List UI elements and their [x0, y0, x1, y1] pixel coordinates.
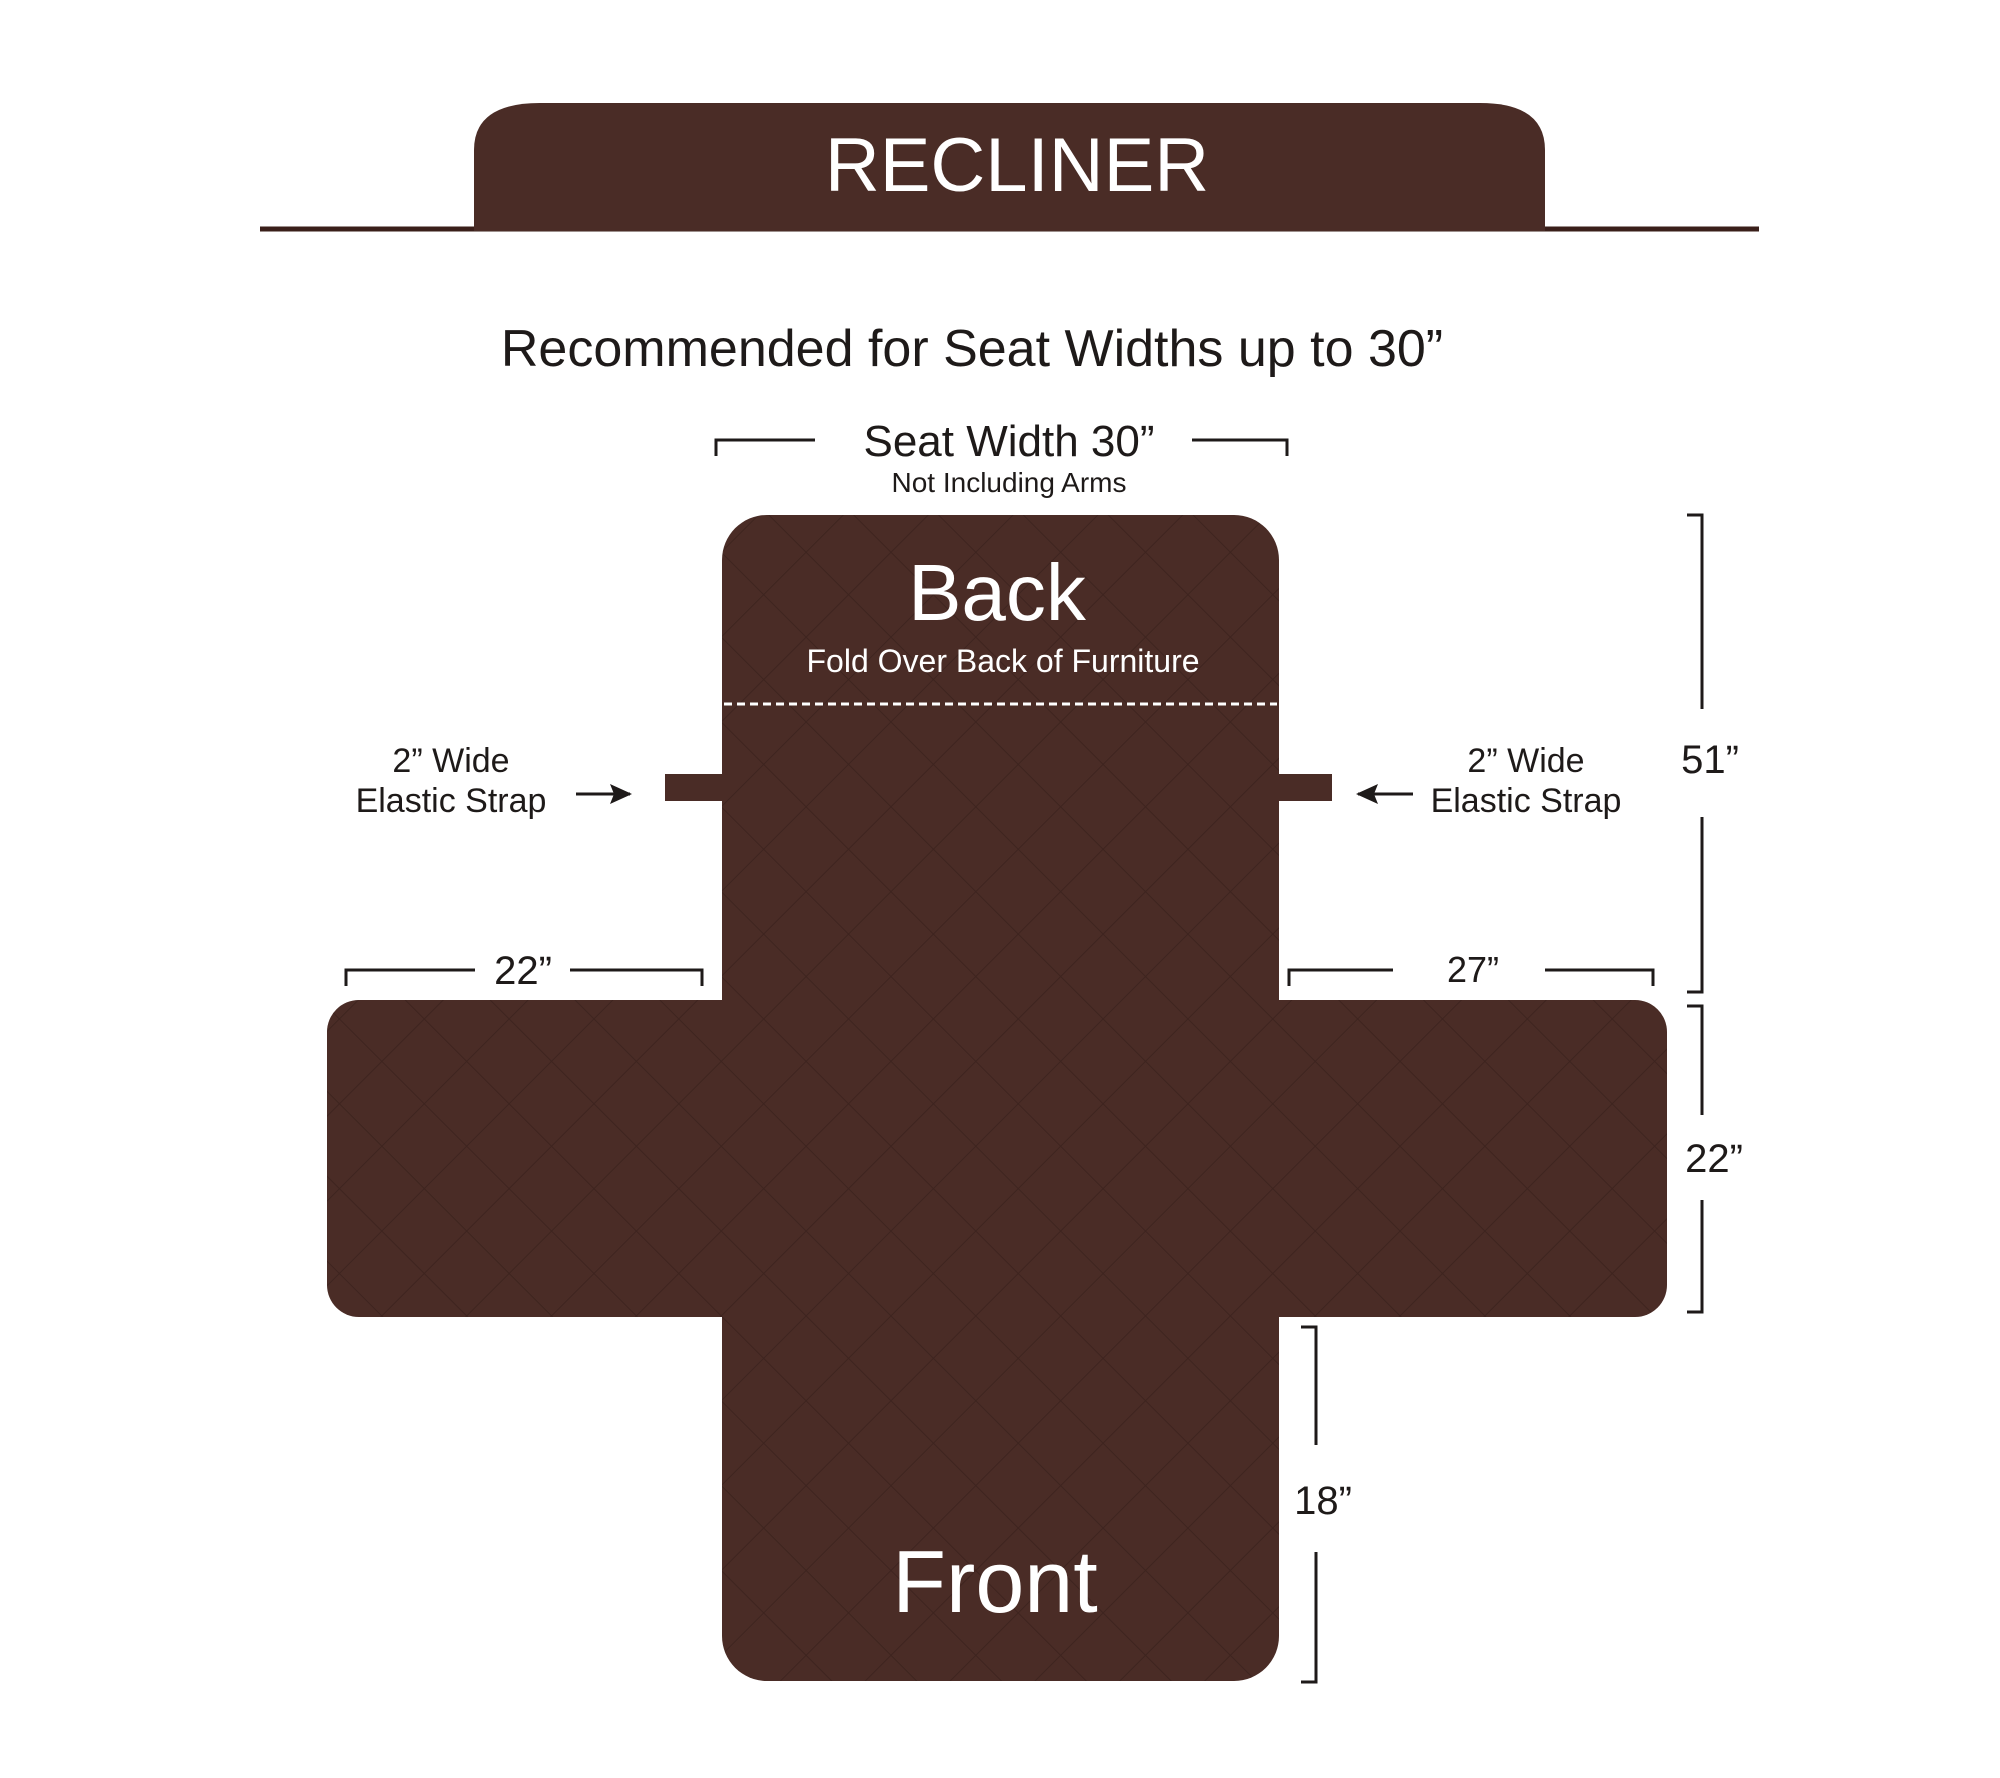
- back-note: Fold Over Back of Furniture: [806, 643, 1199, 679]
- left-arm-label: 22”: [494, 949, 552, 993]
- right-arm-dimension: 27”: [1287, 949, 1655, 990]
- panel-join: [722, 990, 1279, 1330]
- arm-depth-label: 22”: [1685, 1137, 1743, 1181]
- right-strap-callout: 2” Wide Elastic Strap: [1356, 742, 1621, 820]
- header-banner: RECLINER: [260, 103, 1759, 232]
- left-strap-label-line2: Elastic Strap: [356, 782, 547, 820]
- cover-shape: Back Fold Over Back of Furniture Front: [327, 515, 1667, 1681]
- left-arm-dimension: 22”: [344, 949, 704, 993]
- arrow-left-icon: [1356, 784, 1413, 804]
- front-length-dimension: 18”: [1294, 1325, 1352, 1684]
- right-strap-label-line2: Elastic Strap: [1431, 782, 1622, 820]
- back-label: Back: [908, 548, 1087, 637]
- seat-width-dimension: Seat Width 30” Not Including Arms: [714, 417, 1289, 498]
- left-strap-callout: 2” Wide Elastic Strap: [356, 742, 632, 820]
- seat-width-label: Seat Width 30”: [863, 417, 1154, 466]
- left-strap-label-line1: 2” Wide: [392, 742, 509, 780]
- front-label: Front: [892, 1532, 1097, 1631]
- back-height-dimension: 51”: [1681, 513, 1739, 994]
- right-strap-label-line1: 2” Wide: [1467, 742, 1584, 780]
- left-strap: [665, 774, 725, 801]
- seat-width-note: Not Including Arms: [892, 467, 1127, 498]
- header-tab: [474, 103, 1545, 231]
- arm-depth-dimension: 22”: [1685, 1004, 1743, 1314]
- header-title: RECLINER: [825, 123, 1209, 208]
- arrow-right-icon: [576, 784, 632, 804]
- subtitle: Recommended for Seat Widths up to 30”: [501, 320, 1443, 378]
- right-arm-label: 27”: [1447, 949, 1499, 990]
- right-strap: [1276, 774, 1332, 801]
- front-length-label: 18”: [1294, 1479, 1352, 1523]
- back-height-label: 51”: [1681, 738, 1739, 782]
